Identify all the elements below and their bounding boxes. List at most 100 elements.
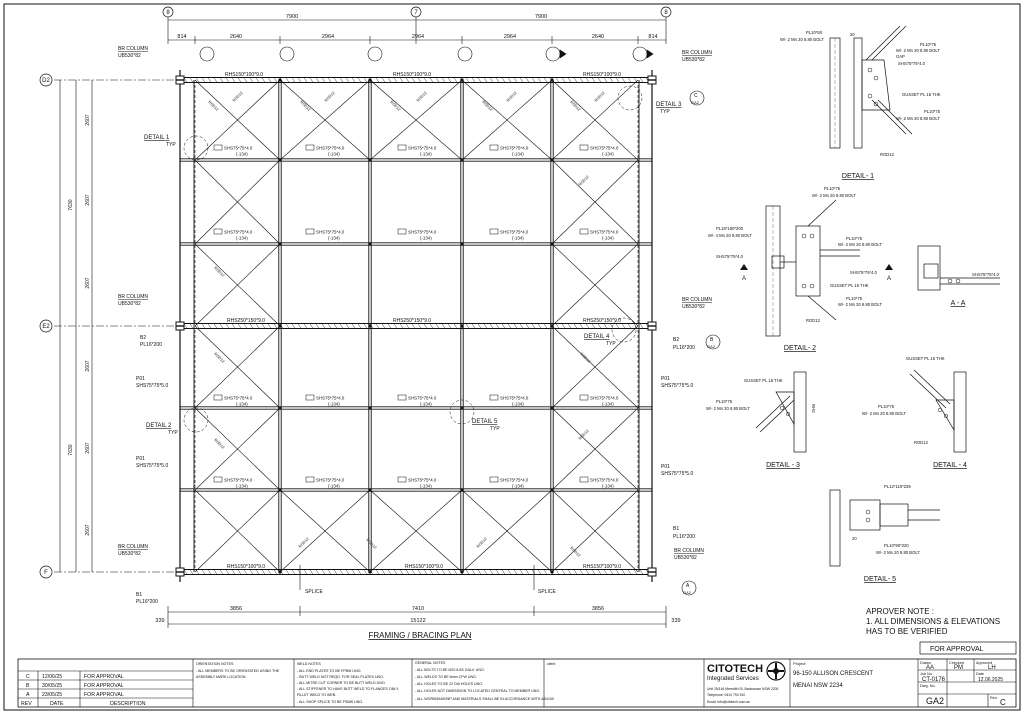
p01-right-2-size: SHS75*75*5.0 [661,471,693,477]
beam-hatch [609,77,614,83]
dim-left-bay-1: 2607 [85,114,91,125]
top-dimensions: 7900 7900 814 2640 2964 2964 2964 2640 8… [167,14,667,44]
beam-hatch [477,323,482,329]
mark-tag-14 [579,394,589,401]
purlin-camber-label-17: (-134) [420,484,432,489]
weld-l2: - BUTT WELD NOT REQD. FOR SEAL PLATES UN… [297,675,384,679]
beam-hatch [261,77,266,83]
beam-hatch [351,323,356,329]
general-l5: - ALL WORKMANSHIP AND MATERIALS SHALL BE… [415,697,554,701]
beam-hatch [531,77,536,83]
beam-hatch [477,569,482,575]
beam-hatch [201,569,206,575]
d3-n2: PL10*75 [716,399,733,404]
client-title: client [547,662,555,666]
brace-rod-15b [461,489,553,573]
detail-callout-circle-3 [611,317,637,343]
beam-hatch [321,323,326,329]
beam-hatch [489,323,494,329]
rev-h-desc: DESCRIPTION [110,701,146,707]
beam-hatch [621,569,626,575]
dim-overall: 15122 [410,618,425,624]
d1-n8: ROD12 [880,152,895,157]
weld-l6: - ALL SHOP SPLICE TO BE FSBW UNO. [297,700,363,704]
beam-bot-3: RHS150*100*9.0 [583,564,621,570]
beam-mid-1: RHS250*150*9.0 [227,318,265,324]
rod-label-11: ROD12 [213,352,225,364]
beam-hatch [495,569,500,575]
d2-n1b: PL10*75 [846,236,863,241]
p01-left-2: P01 [136,456,145,462]
dim-top-span-1: 7900 [286,14,298,20]
approver-line1: 1. ALL DIMENSIONS & ELEVATIONS [866,617,1000,626]
callout-detail-2-typ: TYP [168,430,178,436]
beam-hatch [309,77,314,83]
orientation-l2: ASSEMBLY MARK LOCATION [196,675,246,679]
company-email: Email: info@citotech.com.au [707,700,750,704]
d4-n1: GUSSET PL 16 THK [906,356,945,361]
company-phone: Telephone: 0410 794 510 [707,693,745,697]
mark-tag-18 [489,476,499,483]
beam-bot-1: RHS150*100*9.0 [227,564,265,570]
mark-tag-9 [579,228,589,235]
d1-n9: 20 [850,32,855,37]
beam-hatch [501,323,506,329]
purlin-camber-label-18: (-134) [512,484,524,489]
beam-hatch [537,569,542,575]
beam-hatch [261,569,266,575]
beam-hatch [321,569,326,575]
rod-label-17: ROD12 [365,538,377,550]
beam-hatch [195,77,200,83]
rod-label-12: ROD12 [213,438,225,450]
orientation-l1: - ALL MEMBERS TO BE ORIENTATED USING THE [196,669,280,673]
dim-bottom-2: 7410 [412,606,424,612]
node-dot [550,324,554,328]
purlin-camber-label-12: (-134) [420,402,432,407]
d2-n1: PL10*75 [824,186,841,191]
beam-hatch [213,569,218,575]
node-dot [278,570,282,574]
beam-hatch [327,77,332,83]
beam-hatch [225,569,230,575]
beam-hatch [381,569,386,575]
beam-hatch [243,77,248,83]
rev-b-desc: FOR APPROVAL [84,683,124,689]
beam-hatch [243,569,248,575]
beam-hatch [417,569,422,575]
beam-hatch [387,77,392,83]
beam-hatch [513,77,518,83]
grid-top-right: 8 [664,10,668,16]
purlin-camber-label-2: (-134) [420,152,432,157]
beam-hatch [267,569,272,575]
beam-hatch [339,77,344,83]
beam-hatch [405,323,410,329]
beam-hatch [597,323,602,329]
beam-hatch [207,569,212,575]
col-label-ml: BR COLUMN [118,294,148,300]
d4-n3: W/- 2 Mn 20 8.80 BOLT [862,411,906,416]
beam-hatch [471,569,476,575]
job-value: CT-0176 [922,677,946,683]
beam-hatch [627,323,632,329]
purlin-camber-label-4: (-134) [602,152,614,157]
callout-detail-5: DETAIL 5 [472,419,498,425]
rev-b-date: 30/05/25 [42,683,62,689]
orientation-title: ORIENTATION NOTES [196,662,234,666]
mark-tag-6 [305,228,315,235]
beam-hatch [477,77,482,83]
beam-hatch [249,569,254,575]
d2-n1c: PL10*75 [846,296,863,301]
brace-rod-16b [551,325,639,409]
beam-hatch [291,569,296,575]
aa-n1: SHS75*75*4.0 [972,272,1000,277]
beam-hatch [537,77,542,83]
beam-hatch [531,323,536,329]
beam-hatch [531,569,536,575]
beam-hatch [333,323,338,329]
brace-rod-4b [279,79,371,161]
purlin-size-label-1: SHS75*75*4.0 [316,146,345,151]
mark-tag-19 [579,476,589,483]
approver-note: APROVER NOTE : 1. ALL DIMENSIONS & ELEVA… [866,607,1000,636]
beam-hatch [501,77,506,83]
dim-top-6: 814 [648,34,657,40]
